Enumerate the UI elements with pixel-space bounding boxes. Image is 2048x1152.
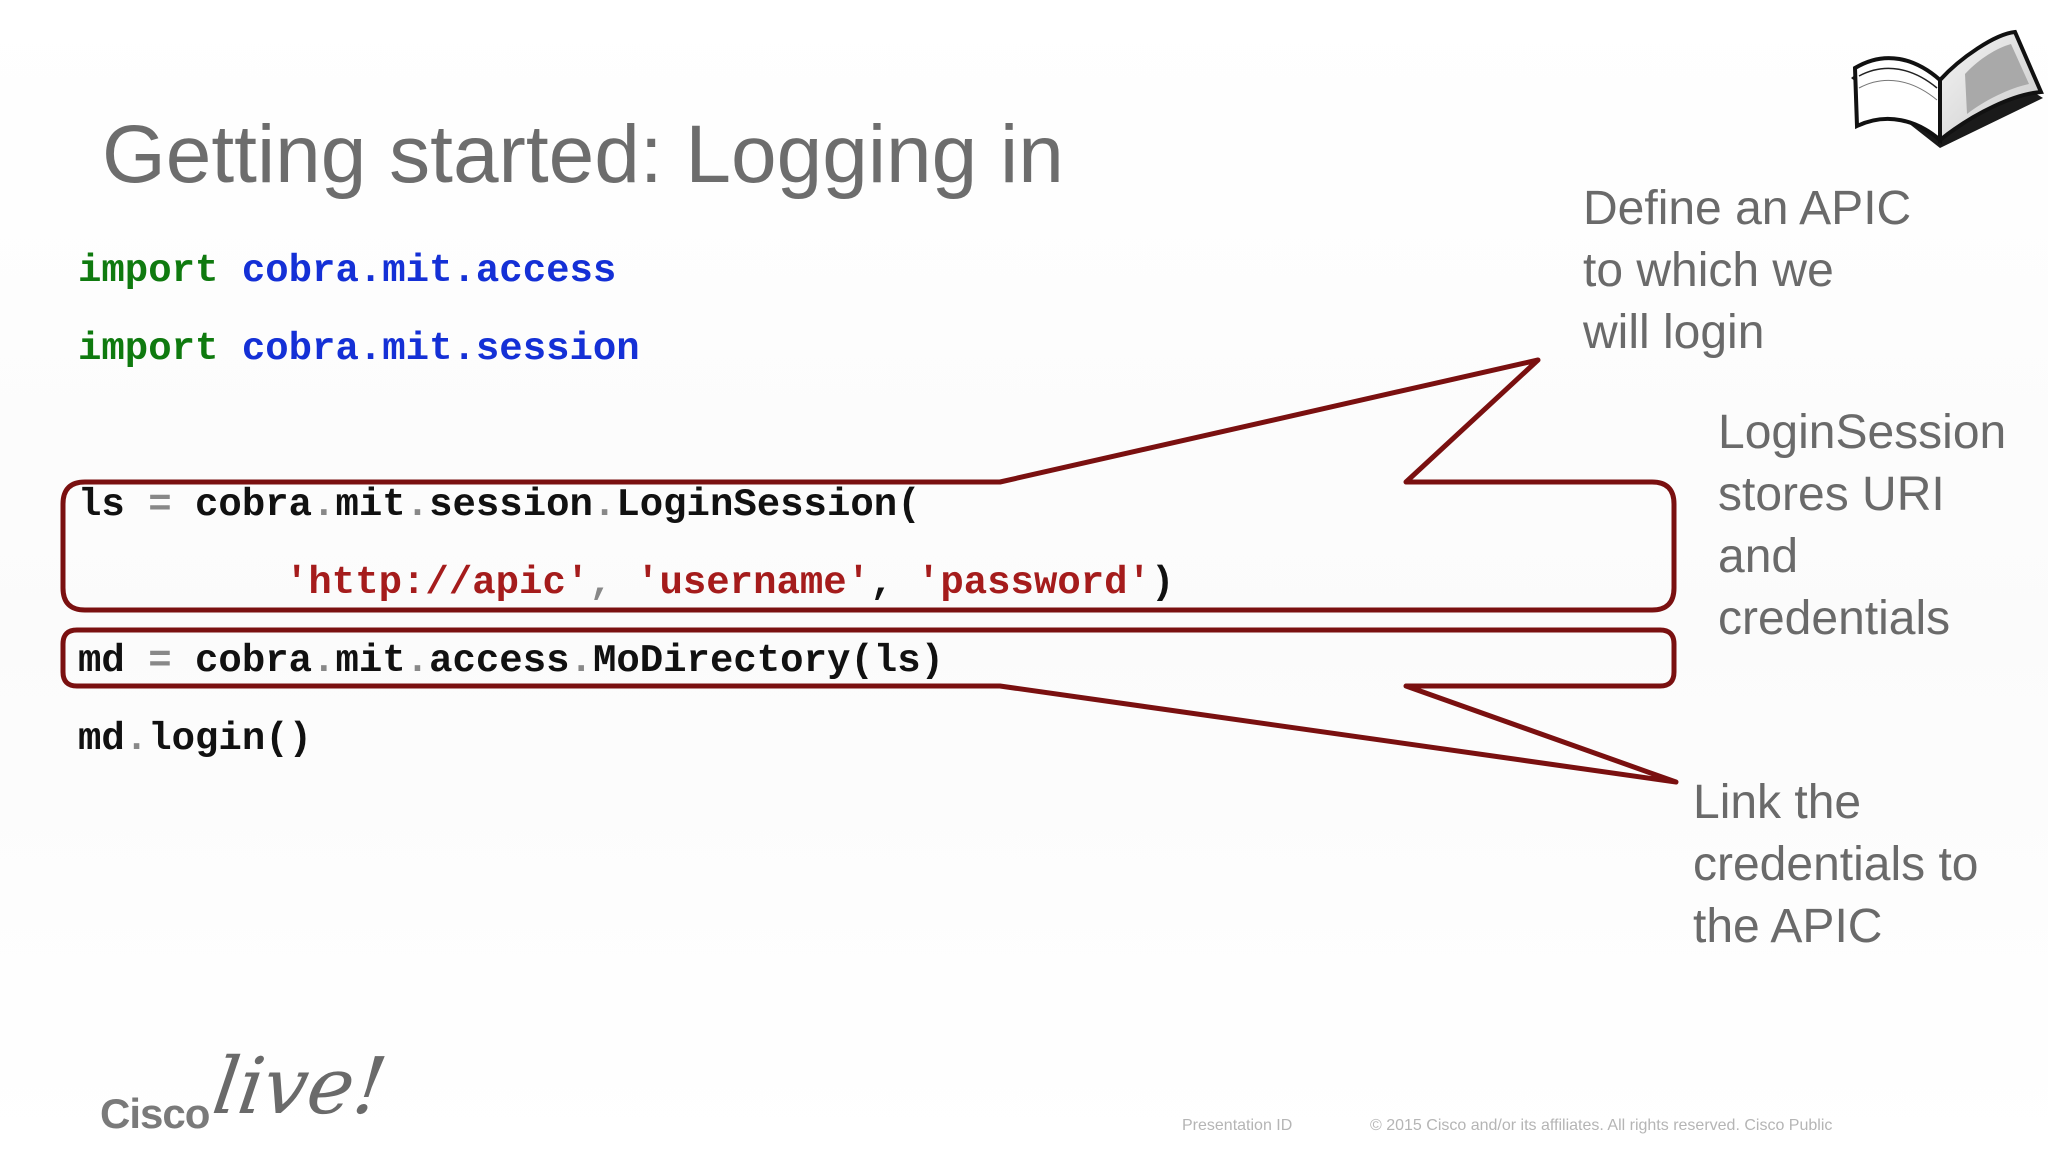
code-args: (ls) bbox=[850, 639, 945, 683]
open-book-icon bbox=[1851, 29, 2044, 148]
callout-line: credentials bbox=[1718, 592, 1951, 645]
code-string: 'username' bbox=[636, 561, 871, 605]
code-dot: . bbox=[405, 639, 430, 683]
code-class: LoginSession bbox=[616, 483, 898, 527]
code-module: cobra.mit.access bbox=[241, 249, 617, 293]
code-class: MoDirectory bbox=[592, 639, 851, 683]
code-paren: ( bbox=[897, 483, 921, 527]
code-line-login-session: ls = cobra.mit.session.LoginSession( bbox=[78, 486, 921, 525]
footer-copyright: © 2015 Cisco and/or its affiliates. All … bbox=[1370, 1117, 1833, 1134]
callout-line: the APIC bbox=[1693, 900, 1883, 953]
code-sep: , bbox=[589, 561, 613, 605]
code-dot: . bbox=[405, 483, 430, 527]
code-keyword: import bbox=[78, 249, 219, 293]
code-line-import-access: import cobra.mit.access bbox=[78, 252, 616, 291]
callout-text-login-session: LoginSession stores URI and credentials bbox=[1718, 402, 2006, 650]
callout-line: and bbox=[1718, 530, 1799, 583]
code-paren: ) bbox=[1150, 561, 1175, 605]
code-line-login-args: 'http://apic', 'username', 'password') bbox=[285, 564, 1174, 603]
callout-line: to which we bbox=[1583, 244, 1834, 297]
code-var: ls bbox=[78, 483, 125, 527]
code-op: = bbox=[148, 639, 172, 683]
code-dot: . bbox=[124, 717, 149, 761]
callout-line: credentials to bbox=[1693, 838, 1979, 891]
code-obj: mit bbox=[335, 483, 406, 527]
code-obj: mit bbox=[335, 639, 406, 683]
cisco-live-logo: Cisco live! bbox=[100, 1042, 392, 1140]
callout-line: LoginSession bbox=[1718, 406, 2007, 459]
code-line-login: md.login() bbox=[78, 720, 312, 759]
callout-line: will login bbox=[1583, 306, 1765, 359]
code-call: login() bbox=[148, 717, 313, 761]
code-module: cobra.mit.session bbox=[241, 327, 640, 371]
code-dot: . bbox=[312, 483, 336, 527]
slide-title: Getting started: Logging in bbox=[102, 109, 1064, 200]
code-var: md bbox=[78, 717, 125, 761]
callout-line: stores URI bbox=[1718, 468, 1945, 521]
callout-text-link-credentials: Link the credentials to the APIC bbox=[1693, 772, 1979, 958]
code-keyword: import bbox=[78, 327, 219, 371]
callout-line: Link the bbox=[1693, 776, 1862, 829]
code-op: = bbox=[148, 483, 172, 527]
code-dot: . bbox=[312, 639, 336, 683]
code-dot: . bbox=[592, 483, 617, 527]
code-obj: cobra bbox=[195, 483, 313, 527]
code-string: 'http://apic' bbox=[285, 561, 590, 605]
code-obj: cobra bbox=[195, 639, 313, 683]
callout-text-define-apic: Define an APIC to which we will login bbox=[1583, 178, 1911, 364]
logo-script: live! bbox=[207, 1042, 392, 1132]
code-sep: , bbox=[870, 561, 894, 605]
code-var: md bbox=[78, 639, 125, 683]
callout-line: Define an APIC bbox=[1583, 182, 1912, 235]
footer-presentation-id: Presentation ID bbox=[1182, 1117, 1293, 1134]
code-obj: session bbox=[429, 483, 593, 527]
code-line-import-session: import cobra.mit.session bbox=[78, 330, 640, 369]
logo-brand: Cisco bbox=[100, 1090, 210, 1137]
code-string: 'password' bbox=[916, 561, 1151, 605]
code-obj: access bbox=[429, 639, 570, 683]
code-dot: . bbox=[569, 639, 593, 683]
code-line-modirectory: md = cobra.mit.access.MoDirectory(ls) bbox=[78, 642, 944, 681]
